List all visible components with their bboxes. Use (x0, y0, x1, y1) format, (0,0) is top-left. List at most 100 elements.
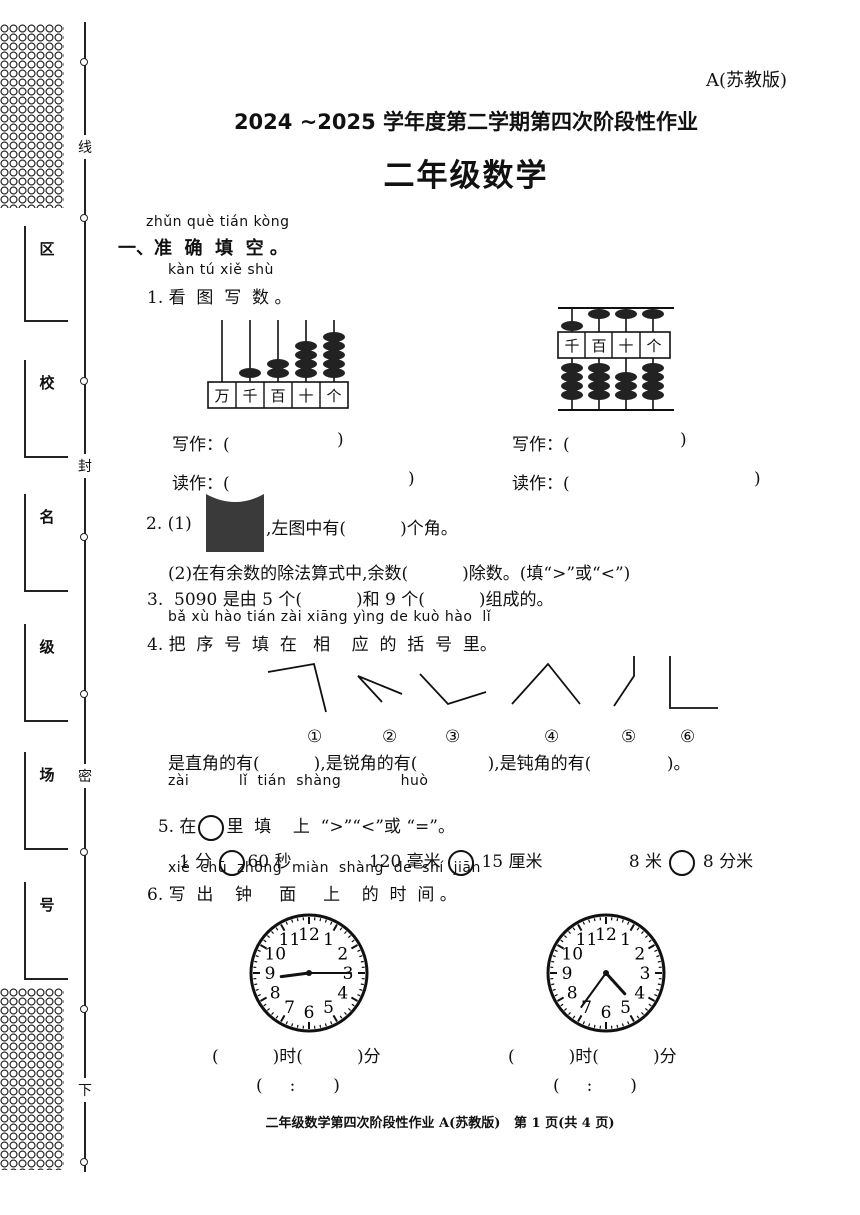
q4-text: 4. 把 序 号 填 在 相 应 的 括 号 里。 (147, 635, 497, 655)
abacus-label-shi: 十 (298, 387, 313, 405)
binding-dot (80, 1005, 88, 1013)
bead (588, 390, 610, 400)
info-field-name[interactable]: 名 (24, 494, 68, 592)
section1-pinyin: zhǔn què tián kòng (146, 214, 290, 230)
bead (295, 350, 317, 360)
clock-number: 9 (265, 964, 276, 984)
q6-answer-right-1: ( )时( )分 (508, 1047, 677, 1067)
bead (239, 368, 261, 378)
bead (615, 372, 637, 382)
bead (588, 381, 610, 391)
abacus-label-shi: 十 (618, 337, 633, 355)
bead (323, 332, 345, 342)
clock-number: 7 (581, 998, 592, 1018)
clock-number: 6 (601, 1003, 612, 1023)
q6-answer-left-1: ( )时( )分 (212, 1047, 381, 1067)
q5-compare-3: 8 米 8 分米 (618, 827, 753, 876)
clock-number: 4 (634, 984, 645, 1004)
compare-circle-blank[interactable] (448, 849, 475, 876)
info-field-seat-number[interactable]: 号 (24, 882, 68, 980)
q6-answer-left-2: ( : ) (256, 1076, 340, 1096)
q1-write-right-close: ) (680, 430, 687, 450)
clock-number: 6 (304, 1003, 315, 1023)
q1-text: 1. 看 图 写 数 。 (147, 288, 292, 308)
abacus-left: 万 千 百 十 个 (207, 320, 349, 409)
abacus-label-bai: 百 (270, 387, 285, 405)
angle-2 (357, 675, 403, 703)
compare-circle-blank[interactable] (219, 849, 246, 876)
compare-circle-blank[interactable] (669, 849, 696, 876)
clock-number: 4 (337, 984, 348, 1004)
angle-5 (613, 656, 635, 707)
bead (323, 350, 345, 360)
q5-compare-1: 1 分 60 秒 (168, 827, 292, 876)
section1-title: 一、准 确 填 空 。 (118, 238, 288, 259)
binding-dot (80, 214, 88, 222)
angle-3 (419, 673, 487, 706)
q1-read-right-label: 读作：( (512, 474, 570, 494)
q2-part1-text: ,左图中有( )个角。 (266, 519, 458, 539)
clock-number: 11 (279, 930, 301, 950)
bead (588, 309, 610, 319)
clock-number: 5 (323, 998, 334, 1018)
bead (642, 372, 664, 382)
subject-title: 二年级数学 (383, 158, 549, 194)
bead (323, 341, 345, 351)
clock-number: 2 (337, 945, 348, 965)
version-tag: A(苏教版) (706, 70, 788, 91)
bead (561, 372, 583, 382)
q1-write-right-label: 写作：( (512, 435, 570, 455)
q1-write-left-close: ) (337, 430, 344, 450)
q2-shape (206, 494, 264, 552)
clock-number: 8 (270, 984, 281, 1004)
clock-number: 12 (595, 925, 617, 945)
bead (561, 321, 583, 331)
info-field-class[interactable]: 级 (24, 624, 68, 722)
clock-number: 9 (562, 964, 573, 984)
bead (615, 381, 637, 391)
clock-number: 3 (640, 964, 651, 984)
bead (642, 309, 664, 319)
bead (588, 372, 610, 382)
q1-read-left-close: ) (408, 469, 415, 489)
bead (642, 390, 664, 400)
minute-hand (580, 972, 607, 1008)
bead (295, 368, 317, 378)
hour-hand (279, 971, 311, 979)
abacus-label-ge: 个 (326, 387, 341, 405)
binding-dot (80, 58, 88, 66)
clock-number: 12 (298, 925, 320, 945)
binding-dot (80, 690, 88, 698)
q4-number-1: ① (307, 727, 323, 747)
hour-hand (604, 971, 627, 996)
q4-answer-line: 是直角的有( ),是锐角的有( ),是钝角的有( )。 (168, 754, 691, 774)
clock-number: 10 (561, 945, 583, 965)
bead (561, 381, 583, 391)
binding-label-feng: 封 (76, 454, 94, 478)
clock-number: 10 (264, 945, 286, 965)
bead (295, 341, 317, 351)
info-field-school[interactable]: 校 (24, 360, 68, 458)
binding-dot (80, 848, 88, 856)
binding-label-xia: 下 (76, 1078, 94, 1102)
binding-line (84, 22, 86, 1172)
binding-hole-pattern-top (0, 24, 64, 208)
q6-pinyin: xiě chū zhōng miàn shàng de shí jiān (168, 860, 481, 876)
info-field-exam-room[interactable]: 场 (24, 752, 68, 850)
clock-number: 8 (567, 984, 578, 1004)
page-footer: 二年级数学第四次阶段性作业 A(苏教版) 第 1 页(共 4 页) (265, 1116, 615, 1131)
clock-number: 11 (576, 930, 598, 950)
compare-circle-icon (198, 814, 225, 841)
binding-dot (80, 377, 88, 385)
info-field-district[interactable]: 区 (24, 226, 68, 322)
abacus-label-wan: 万 (214, 387, 229, 405)
bead (267, 368, 289, 378)
q4-number-6: ⑥ (680, 727, 696, 747)
clock-number: 5 (620, 998, 631, 1018)
clock-number: 7 (284, 998, 295, 1018)
q4-number-4: ④ (544, 727, 560, 747)
abacus-label-qian: 千 (242, 387, 257, 405)
bead (323, 368, 345, 378)
bead (267, 359, 289, 369)
binding-label-mi: 密 (76, 764, 94, 788)
